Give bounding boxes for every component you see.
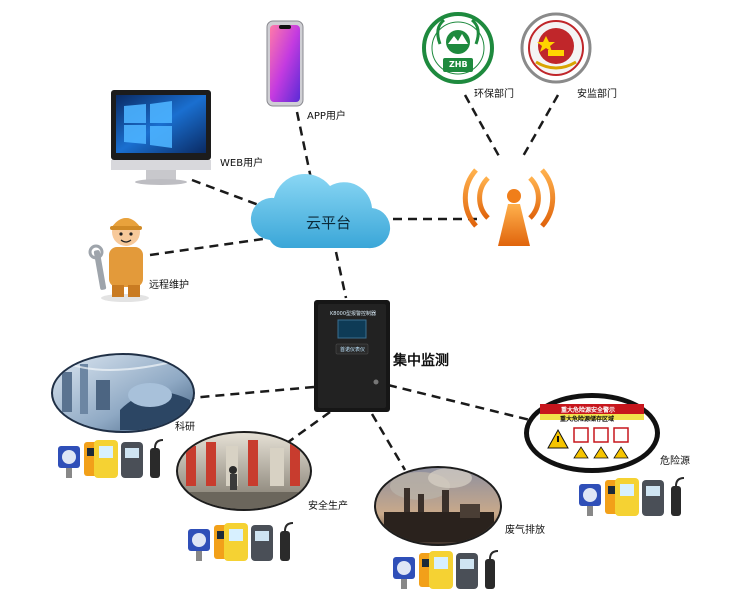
- label-research: 科研: [175, 422, 195, 433]
- link-maint-cloud: [149, 236, 271, 257]
- handheld-probe-icon: [485, 550, 499, 589]
- device-screen-label: 首诺仪表仪: [340, 347, 366, 353]
- safety-supervision-seal-icon: [520, 12, 592, 84]
- portable-detector-yellow-icon: [224, 523, 248, 561]
- link-env-tower: [463, 94, 502, 159]
- maintenance-worker-icon: [88, 218, 149, 302]
- signal-tower-icon: [462, 168, 556, 246]
- portable-detector-yellow-icon: [429, 551, 453, 589]
- portable-detector-gray-icon: [121, 442, 143, 478]
- portable-detector-gray-icon: [642, 480, 664, 516]
- label-safety-dept: 安监部门: [577, 89, 617, 100]
- label-app-user: APP用户: [307, 111, 346, 122]
- label-hazard-source: 危险源: [660, 456, 690, 467]
- portable-detector-yellow-icon: [94, 440, 118, 478]
- link-device-exhaust: [370, 413, 407, 471]
- phone-icon: [266, 20, 304, 107]
- label-remote-maintenance: 远程维护: [149, 280, 189, 291]
- handheld-probe-icon: [671, 477, 685, 516]
- fixed-gas-detector-icon: [579, 484, 601, 516]
- connector-lines: [149, 94, 560, 471]
- portable-detector-gray-icon: [456, 553, 478, 589]
- fixed-gas-detector-icon: [58, 446, 80, 478]
- central-monitoring-device: [314, 300, 390, 412]
- exhaust-emission-scene-image: [374, 466, 502, 546]
- env-protection-seal-icon: [422, 12, 494, 84]
- hazard-warning-sign: [524, 393, 660, 473]
- fixed-gas-detector-icon: [393, 557, 415, 589]
- label-cloud-platform: 云平台: [306, 214, 352, 232]
- cloud-platform-icon: [250, 173, 391, 249]
- env-seal-letters: ZHB: [449, 60, 468, 69]
- fixed-gas-detector-icon: [188, 529, 210, 561]
- portable-detector-yellow-icon: [615, 478, 639, 516]
- label-central-monitoring: 集中监测: [393, 353, 449, 369]
- label-web-user: WEB用户: [220, 158, 264, 169]
- handheld-probe-icon: [150, 439, 164, 478]
- research-scene-image: [51, 353, 195, 433]
- handheld-probe-icon: [280, 522, 294, 561]
- gas-detector-group-exhaust: [393, 550, 499, 589]
- link-safety-tower: [520, 94, 560, 159]
- link-cloud-device: [334, 251, 348, 299]
- gas-detector-group-safe-production: [188, 522, 294, 561]
- label-safe-production: 安全生产: [308, 501, 348, 512]
- monitor-icon: [111, 90, 211, 185]
- hazard-sign-subheader: 重大危险源储存区域: [560, 416, 615, 423]
- gas-detector-group-hazard: [579, 477, 685, 516]
- label-exhaust: 废气排放: [505, 525, 545, 536]
- label-env-dept: 环保部门: [474, 89, 514, 100]
- safe-production-scene-image: [176, 431, 312, 511]
- link-device-hazard: [387, 383, 531, 422]
- link-device-research: [189, 385, 315, 400]
- gas-detector-group-research: [58, 439, 164, 478]
- warning-triangle-icon: [547, 428, 569, 449]
- portable-detector-gray-icon: [251, 525, 273, 561]
- device-model-label: K8000型报警控制器: [330, 311, 377, 317]
- hazard-sign-header: 重大危险源安全警示: [561, 407, 616, 414]
